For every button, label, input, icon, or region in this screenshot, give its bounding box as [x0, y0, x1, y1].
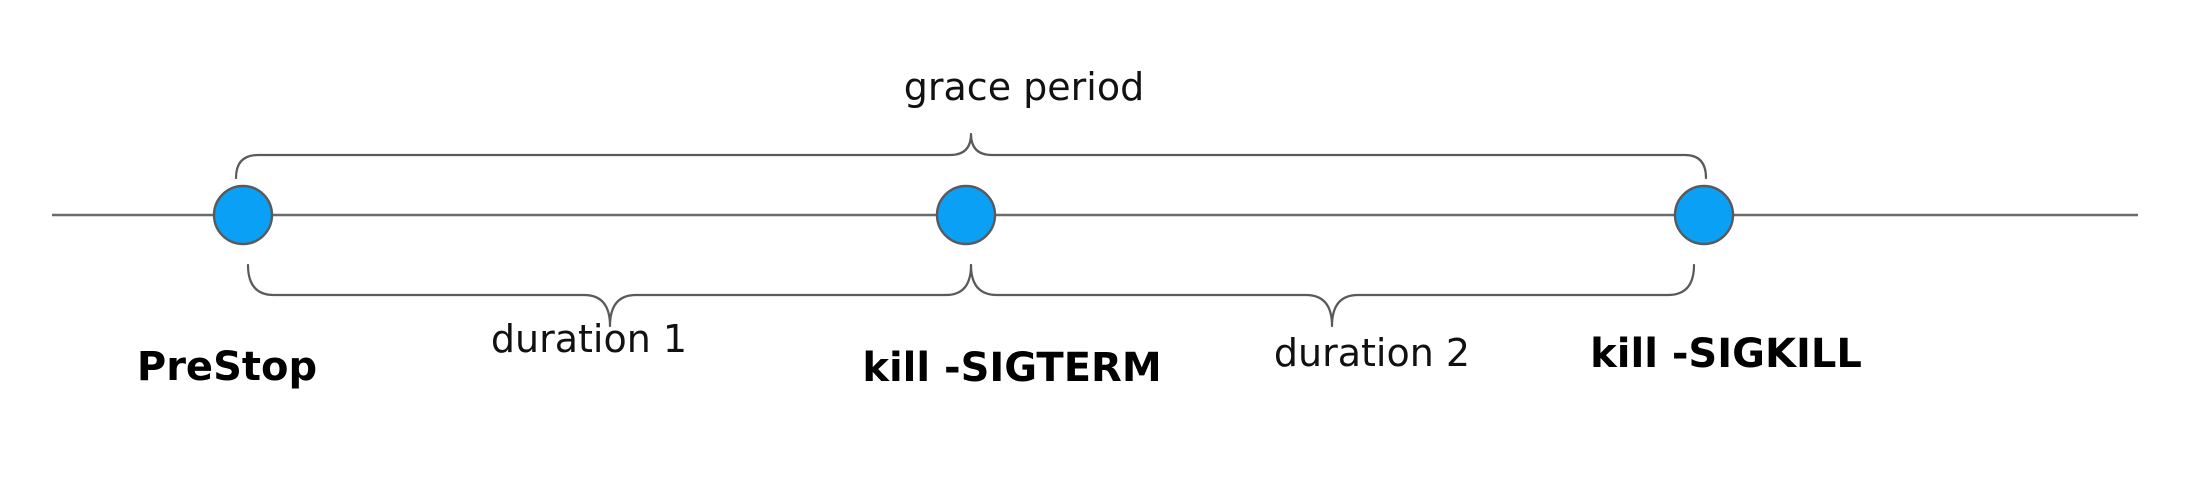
sigkill-marker [1673, 184, 1735, 246]
grace-period-brace [234, 132, 1708, 180]
duration-2-brace [969, 263, 1696, 328]
prestop-marker [212, 184, 274, 246]
sigkill-label: kill -SIGKILL [1590, 331, 1862, 377]
sigterm-marker [935, 184, 997, 246]
prestop-label: PreStop [137, 344, 317, 390]
sigterm-label: kill -SIGTERM [862, 345, 1161, 391]
grace-period-label: grace period [904, 65, 1144, 109]
duration-1-label: duration 1 [491, 317, 687, 361]
duration-2-label: duration 2 [1274, 331, 1470, 375]
duration-1-brace [246, 263, 973, 328]
